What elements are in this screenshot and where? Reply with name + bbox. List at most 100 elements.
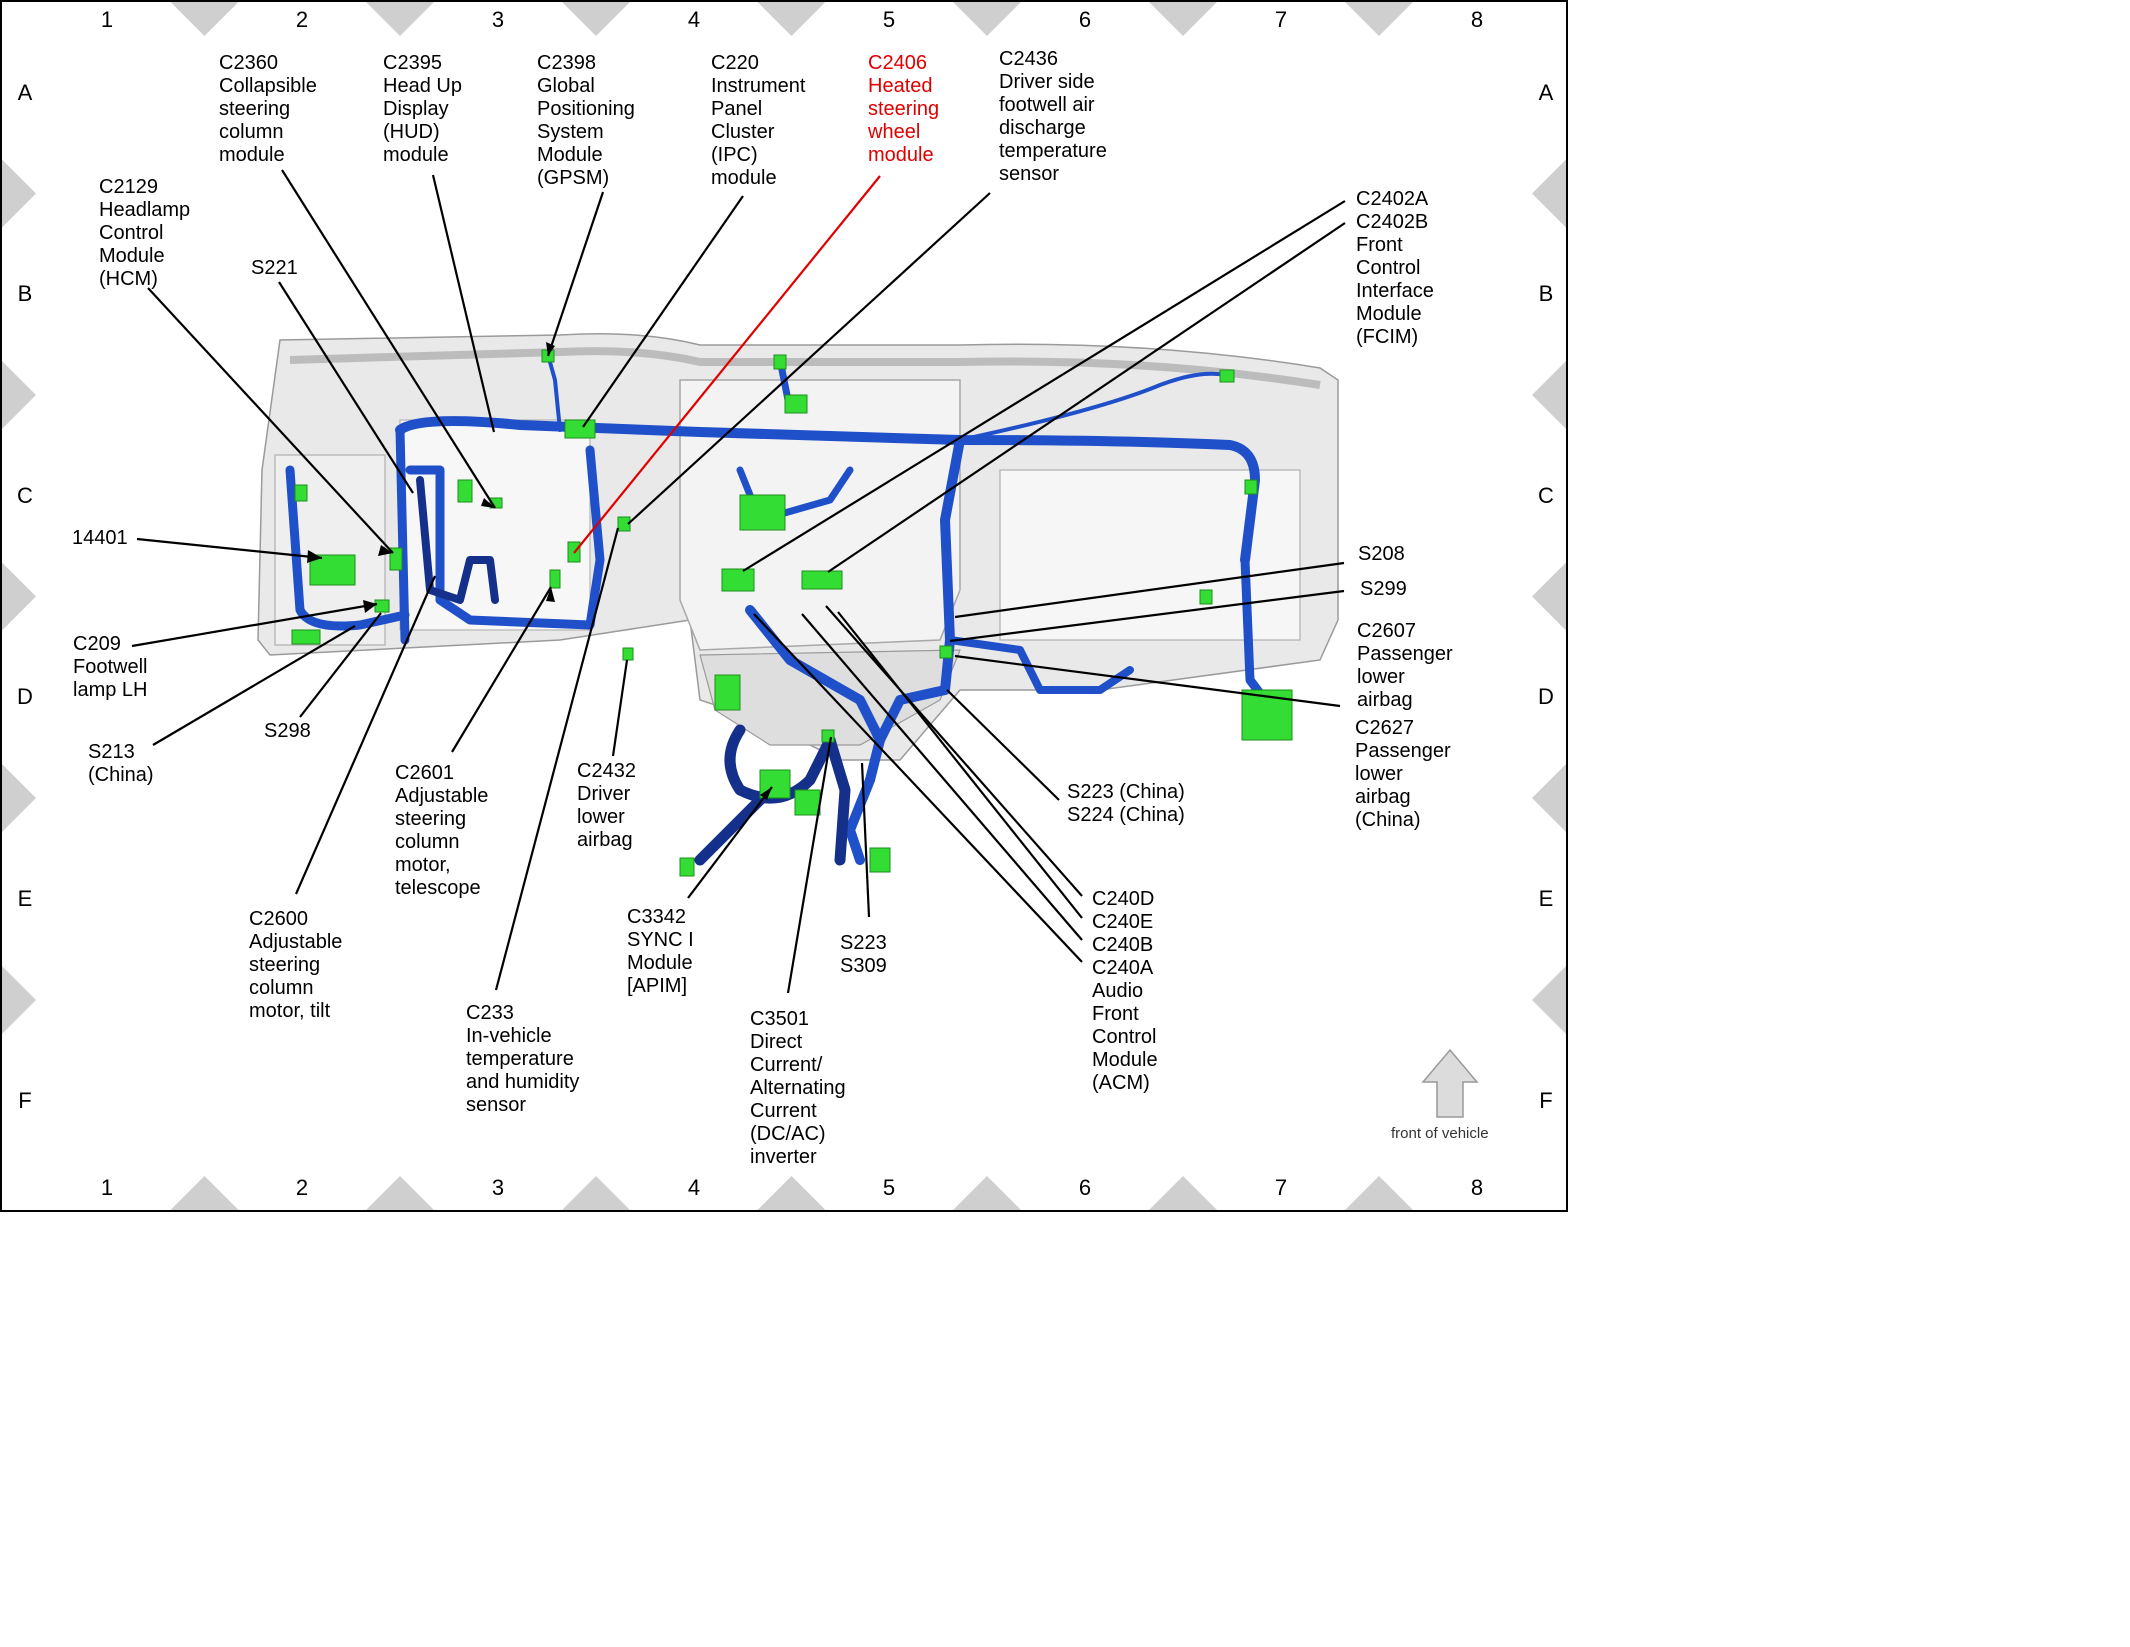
label-s299: S299 [1360,578,1407,600]
frame-border [0,0,1568,1212]
label-s298: S298 [264,720,311,742]
label-s223-224: S223 (China) S224 (China) [1067,781,1185,826]
frame-diamond-left [2,562,36,631]
arrowhead-14401 [307,550,322,563]
connector-c2436 [617,516,631,532]
leader-c2402a [742,200,1346,572]
leader-c2398 [546,191,605,357]
connector-c2607 [939,645,953,659]
frame-diamond-bottom [170,1176,239,1210]
grid-column-top-7: 7 [1274,7,1288,32]
grid-column-bottom-2: 2 [295,1175,309,1200]
leader-c240a [753,613,1083,963]
label-s213: S213 (China) [88,741,154,786]
label-c2436: C2436 Driver side footwell air discharge… [999,48,1107,185]
label-c2402: C2402A C2402B Front Control Interface Mo… [1356,188,1434,348]
connector-c3501 [794,789,821,816]
grid-column-bottom-1: 1 [100,1175,114,1200]
harness-right-drop [875,435,965,745]
label-s223-309: S223 S309 [840,932,887,977]
connector-c2402b [801,570,843,590]
leader-c2432 [611,659,629,757]
grid-row-right-F: F [1539,1088,1553,1113]
grid-column-bottom-7: 7 [1274,1175,1288,1200]
frame-diamond-bottom [366,1176,434,1210]
frame-diamond-top [1149,2,1217,36]
grid-row-left-C: C [17,483,33,508]
grid-column-top-5: 5 [882,7,896,32]
grid-column-top-4: 4 [687,7,701,32]
harness-console-bundle [694,724,851,866]
leader-c2395 [431,174,496,433]
frame-diamond-left [2,159,36,228]
harness-left-loop [395,425,605,645]
connector-14401 [309,554,356,586]
frame-diamond-left [2,764,36,832]
connector-c2402a [721,568,755,592]
leader-c240b [801,613,1083,941]
connector-center-large [739,494,786,531]
leader-s223-224 [946,689,1060,801]
leader-c2129 [147,287,394,554]
connector-console-mid [821,729,835,743]
frame-diamond-bottom [953,1176,1021,1210]
label-c209: C209 Footwell lamp LH [73,633,148,701]
leader-arrowheads [307,342,772,800]
connector-c2360 [457,479,473,503]
harness-console-down [745,605,885,865]
leader-c2601 [451,586,552,753]
harness-thin-upper-right [958,371,1227,442]
grid-row-left-B: B [17,281,33,306]
label-c2432: C2432 Driver lower airbag [577,760,636,851]
leader-c2402b [827,222,1346,573]
connector-upper-mid [784,394,808,414]
frame-diamond-top [562,2,630,36]
frame-diamond-right [1532,562,1566,631]
harness-gps-branch [546,353,562,432]
frame-diamond-bottom [757,1176,826,1210]
harness-column-dark [416,476,499,604]
label-c2395: C2395 Head Up Display (HUD) module [383,52,462,166]
center-stack [679,379,961,651]
label-c240: C240D C240E C240B C240A Audio Front Cont… [1092,888,1158,1094]
grid-column-top-8: 8 [1470,7,1484,32]
connector-right-upper [1219,369,1235,383]
connector-c2601 [549,569,561,589]
harness-main-trunk [395,416,1260,565]
leader-lines [131,169,1346,994]
label-c3501: C3501 Direct Current/ Alternating Curren… [750,1008,846,1168]
leader-c2360 [281,169,496,509]
label-c220: C220 Instrument Panel Cluster (IPC) modu… [711,52,806,189]
grid-row-right-B: B [1538,281,1554,306]
grid-column-top-1: 1 [100,7,114,32]
label-c2627: C2627 Passenger lower airbag (China) [1355,717,1451,831]
leader-s208 [954,561,1345,619]
leader-c2600 [294,575,437,895]
frame-diamond-right [1532,764,1566,832]
connector-right-low [1199,589,1213,605]
label-c2406: C2406 Heated steering wheel module [868,52,940,166]
grid-row-right-A: A [1538,80,1554,105]
connector-c2432 [622,647,634,661]
frame-diamond-bottom [1149,1176,1217,1210]
leader-s221 [278,281,414,494]
arrowhead-c2601 [546,587,555,602]
grid-row-left-D: D [17,684,33,709]
leader-c3342 [687,786,773,899]
front-of-vehicle-label: front of vehicle [1391,1125,1489,1142]
frame-diamond-top [170,2,239,36]
frame-diamond-top [366,2,434,36]
connector-c2129 [389,547,403,571]
label-14401: 14401 [72,527,128,549]
label-c3342: C3342 SYNC I Module [APIM] [627,906,694,997]
label-s208: S208 [1358,543,1405,565]
harness-left-vent [285,465,410,631]
grid-row-right-E: E [1538,886,1554,911]
grid-column-top-2: 2 [295,7,309,32]
leader-c233 [494,527,620,991]
front-arrow-icon [1421,1048,1479,1118]
leader-c220 [582,195,744,428]
label-s221: S221 [251,257,298,279]
arrowhead-c2360 [481,498,495,508]
leader-s299 [949,589,1345,643]
